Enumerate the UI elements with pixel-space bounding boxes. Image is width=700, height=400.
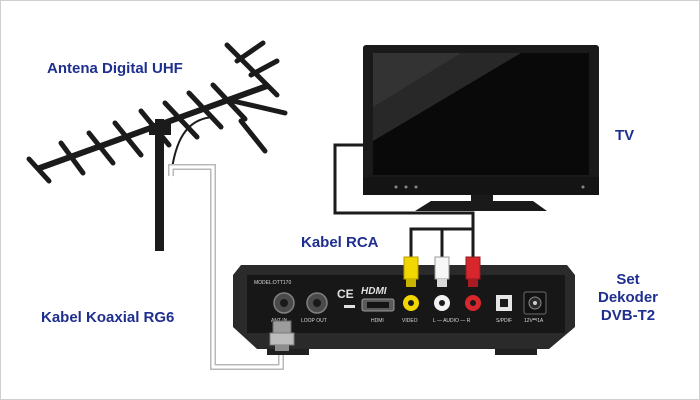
coax-cable-inner xyxy=(169,165,283,369)
hdmi-port-label: HDMI xyxy=(371,318,384,324)
rca-plug-yellow xyxy=(403,256,419,280)
hdmi-logo: HDMI xyxy=(361,286,387,297)
spdif-label: S/PDIF xyxy=(496,318,512,324)
rca-plugs xyxy=(403,256,481,287)
video-label: VIDEO xyxy=(402,318,418,324)
power-label: 12V⎃1A xyxy=(524,318,544,324)
antenna-elements xyxy=(26,82,248,184)
audio-label: L — AUDIO — R xyxy=(433,318,471,324)
antenna-label: Antena Digital UHF xyxy=(47,60,183,77)
tv-neck xyxy=(471,195,493,201)
decoder-label: Set Dekoder DVB-T2 xyxy=(597,271,659,324)
loop-out-label: LOOP OUT xyxy=(301,318,327,324)
tv-stand xyxy=(415,201,547,211)
decoder-model-text: MODEL:DTT170 xyxy=(254,280,291,286)
tv xyxy=(363,45,599,211)
ce-mark: CE xyxy=(337,287,354,301)
coax-cable-label: Kabel Koaxial RG6 xyxy=(41,309,175,326)
antenna-mast xyxy=(155,119,164,251)
coax-plug xyxy=(269,320,295,351)
tv-label: TV xyxy=(615,127,635,144)
rca-cable-label: Kabel RCA xyxy=(301,234,379,251)
ce-dash xyxy=(344,305,355,308)
rca-plug-red xyxy=(465,256,481,280)
dvb-t2-decoder: MODEL:DTT170 ANT IN LOOP OUT CE HDMI HDM… xyxy=(233,265,575,355)
antenna-reflector xyxy=(224,40,288,154)
uhf-antenna xyxy=(26,40,288,251)
rca-plug-white xyxy=(434,256,450,280)
antenna-clamp xyxy=(149,123,171,135)
